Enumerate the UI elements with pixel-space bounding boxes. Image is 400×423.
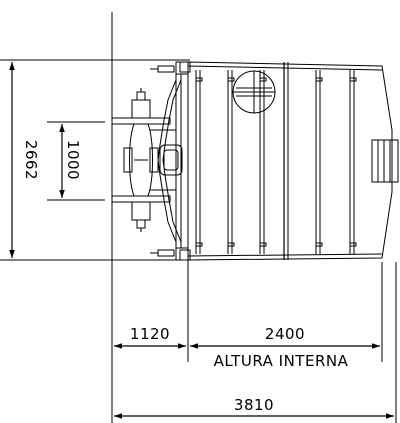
drawbar: [150, 79, 183, 243]
dimension-front-length-text: 1120: [130, 325, 170, 343]
trailer-plan-view: [111, 61, 399, 261]
tie-points: [195, 77, 357, 247]
axle-assembly: [111, 88, 171, 232]
dimension-total-length: 3810: [114, 396, 394, 419]
rear-door: [371, 139, 399, 183]
dimension-inner-height-text: 1000: [64, 140, 82, 180]
trailer-ribs-front: [195, 70, 265, 254]
dimension-overall-height-text: 2662: [22, 140, 40, 180]
roof-vent-icon: [232, 70, 276, 114]
front-nose: [150, 61, 191, 261]
dimension-body-label: ALTURA INTERNA: [214, 352, 349, 370]
dimension-body-length: 2400 ALTURA INTERNA: [190, 325, 380, 370]
trailer-body-outline: [187, 61, 393, 261]
extension-lines: [0, 12, 397, 423]
dimension-overall-height: 2662: [9, 62, 40, 258]
dimension-inner-height: 1000: [59, 124, 82, 198]
dimension-front-length: 1120: [114, 325, 186, 349]
dimension-body-length-text: 2400: [265, 325, 305, 343]
trailer-ribs-rear: [315, 70, 355, 254]
dimension-total-length-text: 3810: [234, 396, 274, 414]
